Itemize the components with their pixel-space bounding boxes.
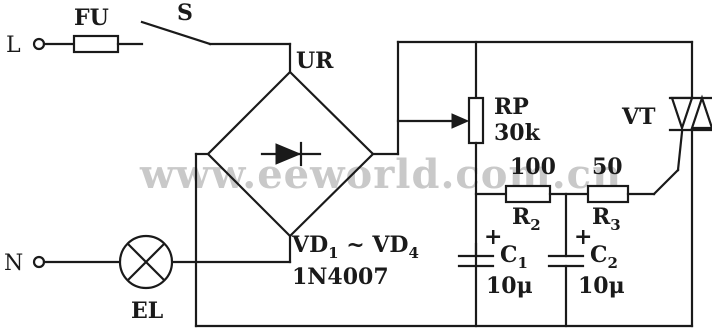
terminal-l [32,37,46,51]
wire-gate [652,168,680,196]
switch-blade [140,20,212,46]
label-r2: R2 [512,204,541,234]
diode-symbol [275,143,302,165]
resistor-r3 [586,184,630,204]
label-c2: C2 [590,242,618,272]
label-fuse: FU [74,5,109,31]
resistor-r2 [504,184,552,204]
label-lamp: EL [131,298,163,324]
label-r3-value: 50 [592,154,623,180]
label-r2-value: 100 [510,154,556,180]
label-switch: S [177,0,193,26]
triac-triangle-a [670,96,694,132]
terminal-n [32,255,46,269]
fuse [72,34,120,54]
potentiometer-rp [467,96,485,145]
triac-triangle-b [690,94,712,130]
wiper-arrow [451,113,470,129]
label-r3: R3 [592,204,621,234]
label-diodes: VD1 ~ VD4 [291,232,419,262]
label-pot-value: 30k [494,120,541,146]
label-c2-value: 10μ [578,273,625,299]
label-c1-value: 10μ [486,273,533,299]
label-l: L [6,33,21,58]
label-diode-part: 1N4007 [292,264,389,290]
label-n: N [4,251,23,276]
label-triac: VT [621,104,656,130]
label-pot: RP [494,94,529,120]
label-c2-plus: + [574,224,592,250]
label-bridge: UR [296,48,334,74]
label-c1-plus: + [484,224,502,250]
triac-gate-lead [676,130,684,172]
lamp-cross-b [126,242,166,282]
label-c1: C1 [500,242,528,272]
